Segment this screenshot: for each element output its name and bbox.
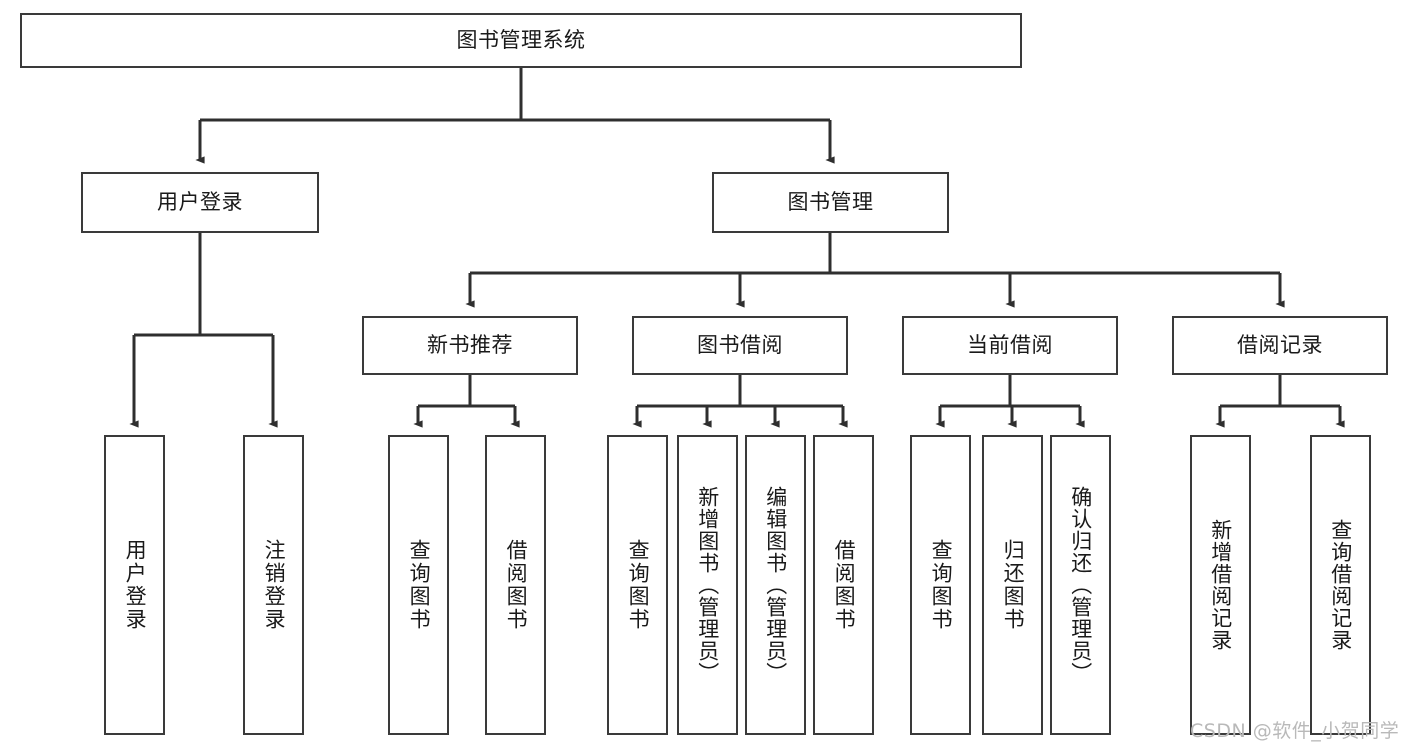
leaf-node-label: 查询图书 (929, 539, 954, 631)
leaf-node-label: 新增借阅记录 (1208, 519, 1233, 651)
leaf-node-label: 注销登录 (262, 539, 287, 631)
node-user-login[interactable]: 用户登录 (81, 172, 319, 233)
leaf-node[interactable]: 用户登录 (104, 435, 165, 735)
node-borrow-record[interactable]: 借阅记录 (1172, 316, 1388, 375)
leaf-node[interactable]: 编辑图书（管理员） (745, 435, 806, 735)
leaf-node-label: 确认归还（管理员） (1068, 486, 1093, 684)
node-current-borrow[interactable]: 当前借阅 (902, 316, 1118, 375)
node-book-borrow[interactable]: 图书借阅 (632, 316, 848, 375)
leaf-node[interactable]: 查询图书 (388, 435, 449, 735)
leaf-node-label: 新增图书（管理员） (695, 486, 720, 684)
node-root-system[interactable]: 图书管理系统 (20, 13, 1022, 68)
leaf-node-label: 用户登录 (123, 539, 148, 631)
leaf-node-label: 查询借阅记录 (1328, 519, 1353, 651)
leaf-node[interactable]: 确认归还（管理员） (1050, 435, 1111, 735)
node-root-label: 图书管理系统 (456, 28, 586, 53)
leaf-node[interactable]: 查询借阅记录 (1310, 435, 1371, 735)
leaf-node-label: 借阅图书 (504, 539, 529, 631)
leaf-node[interactable]: 借阅图书 (813, 435, 874, 735)
leaf-node-label: 查询图书 (626, 539, 651, 631)
node-book-management-label: 图书管理 (787, 190, 874, 215)
node-current-borrow-label: 当前借阅 (967, 333, 1053, 358)
leaf-node-label: 归还图书 (1001, 539, 1026, 631)
leaf-node-label: 借阅图书 (832, 539, 857, 631)
leaf-node[interactable]: 查询图书 (910, 435, 971, 735)
leaf-node[interactable]: 新增借阅记录 (1190, 435, 1251, 735)
node-borrow-record-label: 借阅记录 (1237, 333, 1323, 358)
node-book-management[interactable]: 图书管理 (712, 172, 949, 233)
leaf-node-label: 查询图书 (407, 539, 432, 631)
leaf-node[interactable]: 归还图书 (982, 435, 1043, 735)
leaf-node[interactable]: 新增图书（管理员） (677, 435, 738, 735)
watermark-text: CSDN @软件_小贺同学 (1190, 720, 1400, 742)
leaf-node[interactable]: 注销登录 (243, 435, 304, 735)
node-user-login-label: 用户登录 (157, 190, 243, 215)
node-new-book-recommend-label: 新书推荐 (427, 333, 513, 358)
node-new-book-recommend[interactable]: 新书推荐 (362, 316, 578, 375)
leaf-node[interactable]: 借阅图书 (485, 435, 546, 735)
leaf-node[interactable]: 查询图书 (607, 435, 668, 735)
node-book-borrow-label: 图书借阅 (697, 333, 783, 358)
leaf-node-label: 编辑图书（管理员） (763, 486, 788, 684)
